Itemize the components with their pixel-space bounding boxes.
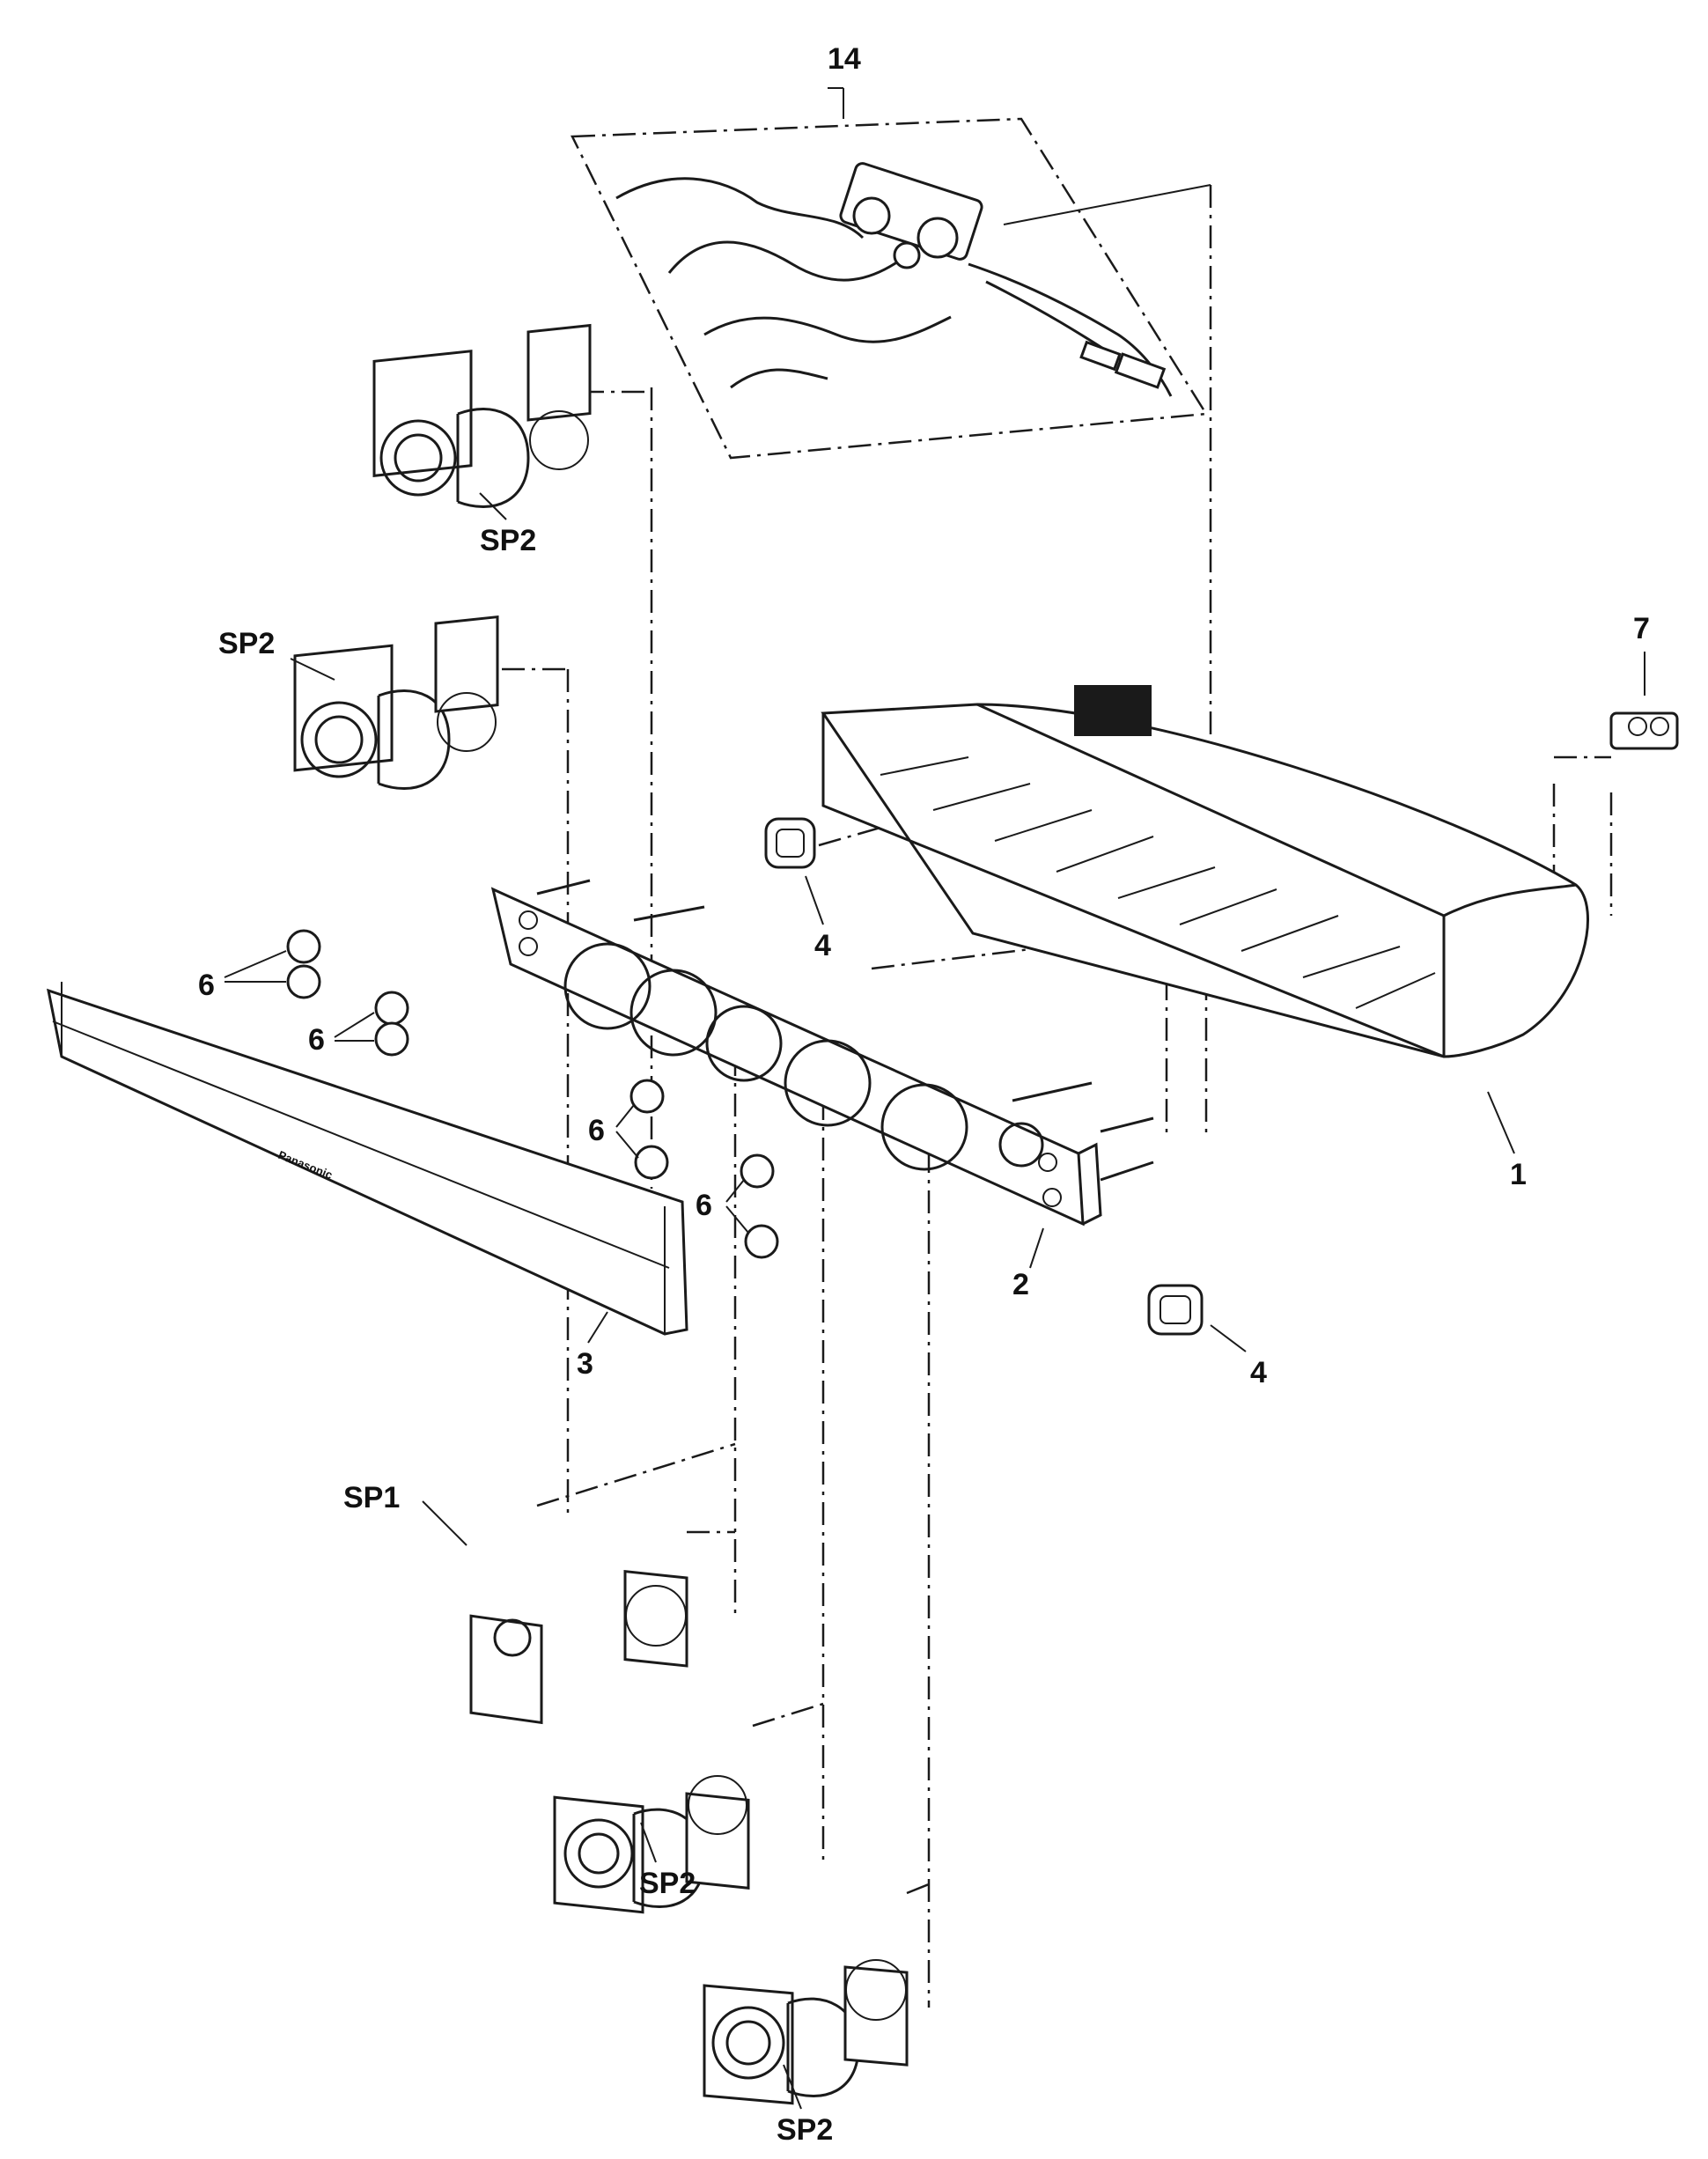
speaker-sp2-bottom — [703, 1959, 909, 2105]
label-sp2-top: SP2 — [480, 524, 536, 557]
terminal-part-7 — [1609, 711, 1679, 750]
leader-part-4-lower — [1210, 1324, 1247, 1352]
label-part-3: 3 — [577, 1347, 593, 1381]
label-part-14: 14 — [828, 42, 861, 76]
label-sp2-second: SP2 — [218, 627, 275, 660]
leader-sp2-bottom — [783, 2064, 802, 2110]
spacers-part-6 — [286, 929, 779, 1259]
leader-part-4-upper — [805, 875, 824, 925]
label-part-6-b: 6 — [308, 1023, 325, 1057]
label-sp2-third: SP2 — [639, 1867, 696, 1900]
cabinet-part-1 — [821, 685, 1589, 1058]
leaders-part-6 — [224, 950, 749, 1234]
label-sp2-bottom: SP2 — [777, 2113, 833, 2147]
label-part-6-a: 6 — [198, 969, 215, 1002]
baffle-frame-part-2 — [490, 879, 1154, 1227]
speaker-sp2-third — [553, 1775, 750, 1914]
leader-part-2 — [1029, 1227, 1044, 1269]
speaker-sp2-second — [293, 615, 499, 791]
label-sp1: SP1 — [343, 1481, 400, 1514]
label-part-6-c: 6 — [588, 1114, 605, 1147]
label-part-6-d: 6 — [696, 1189, 712, 1222]
alignment-lines — [502, 185, 1613, 2008]
wiring-harness-assembly — [571, 87, 1211, 460]
leader-sp2-second — [290, 658, 335, 681]
leader-sp2-top — [479, 492, 507, 520]
foot-part-4-lower — [1147, 1284, 1204, 1336]
front-grille-part-3: Panasonic — [47, 982, 688, 1336]
rating-label-plate — [1074, 685, 1152, 736]
leader-part-1 — [1487, 1091, 1515, 1154]
label-part-2: 2 — [1012, 1268, 1029, 1301]
label-part-1: 1 — [1510, 1158, 1527, 1191]
leader-part-3 — [587, 1311, 608, 1344]
leader-sp2-third — [640, 1822, 657, 1863]
label-part-7: 7 — [1633, 612, 1650, 645]
speaker-sp2-top — [372, 323, 592, 509]
label-part-4-lower: 4 — [1250, 1356, 1267, 1389]
leader-sp1 — [422, 1500, 467, 1546]
foot-part-4-upper — [764, 817, 816, 869]
label-part-4-upper: 4 — [814, 929, 831, 962]
tweeter-sp1 — [469, 1569, 688, 1725]
